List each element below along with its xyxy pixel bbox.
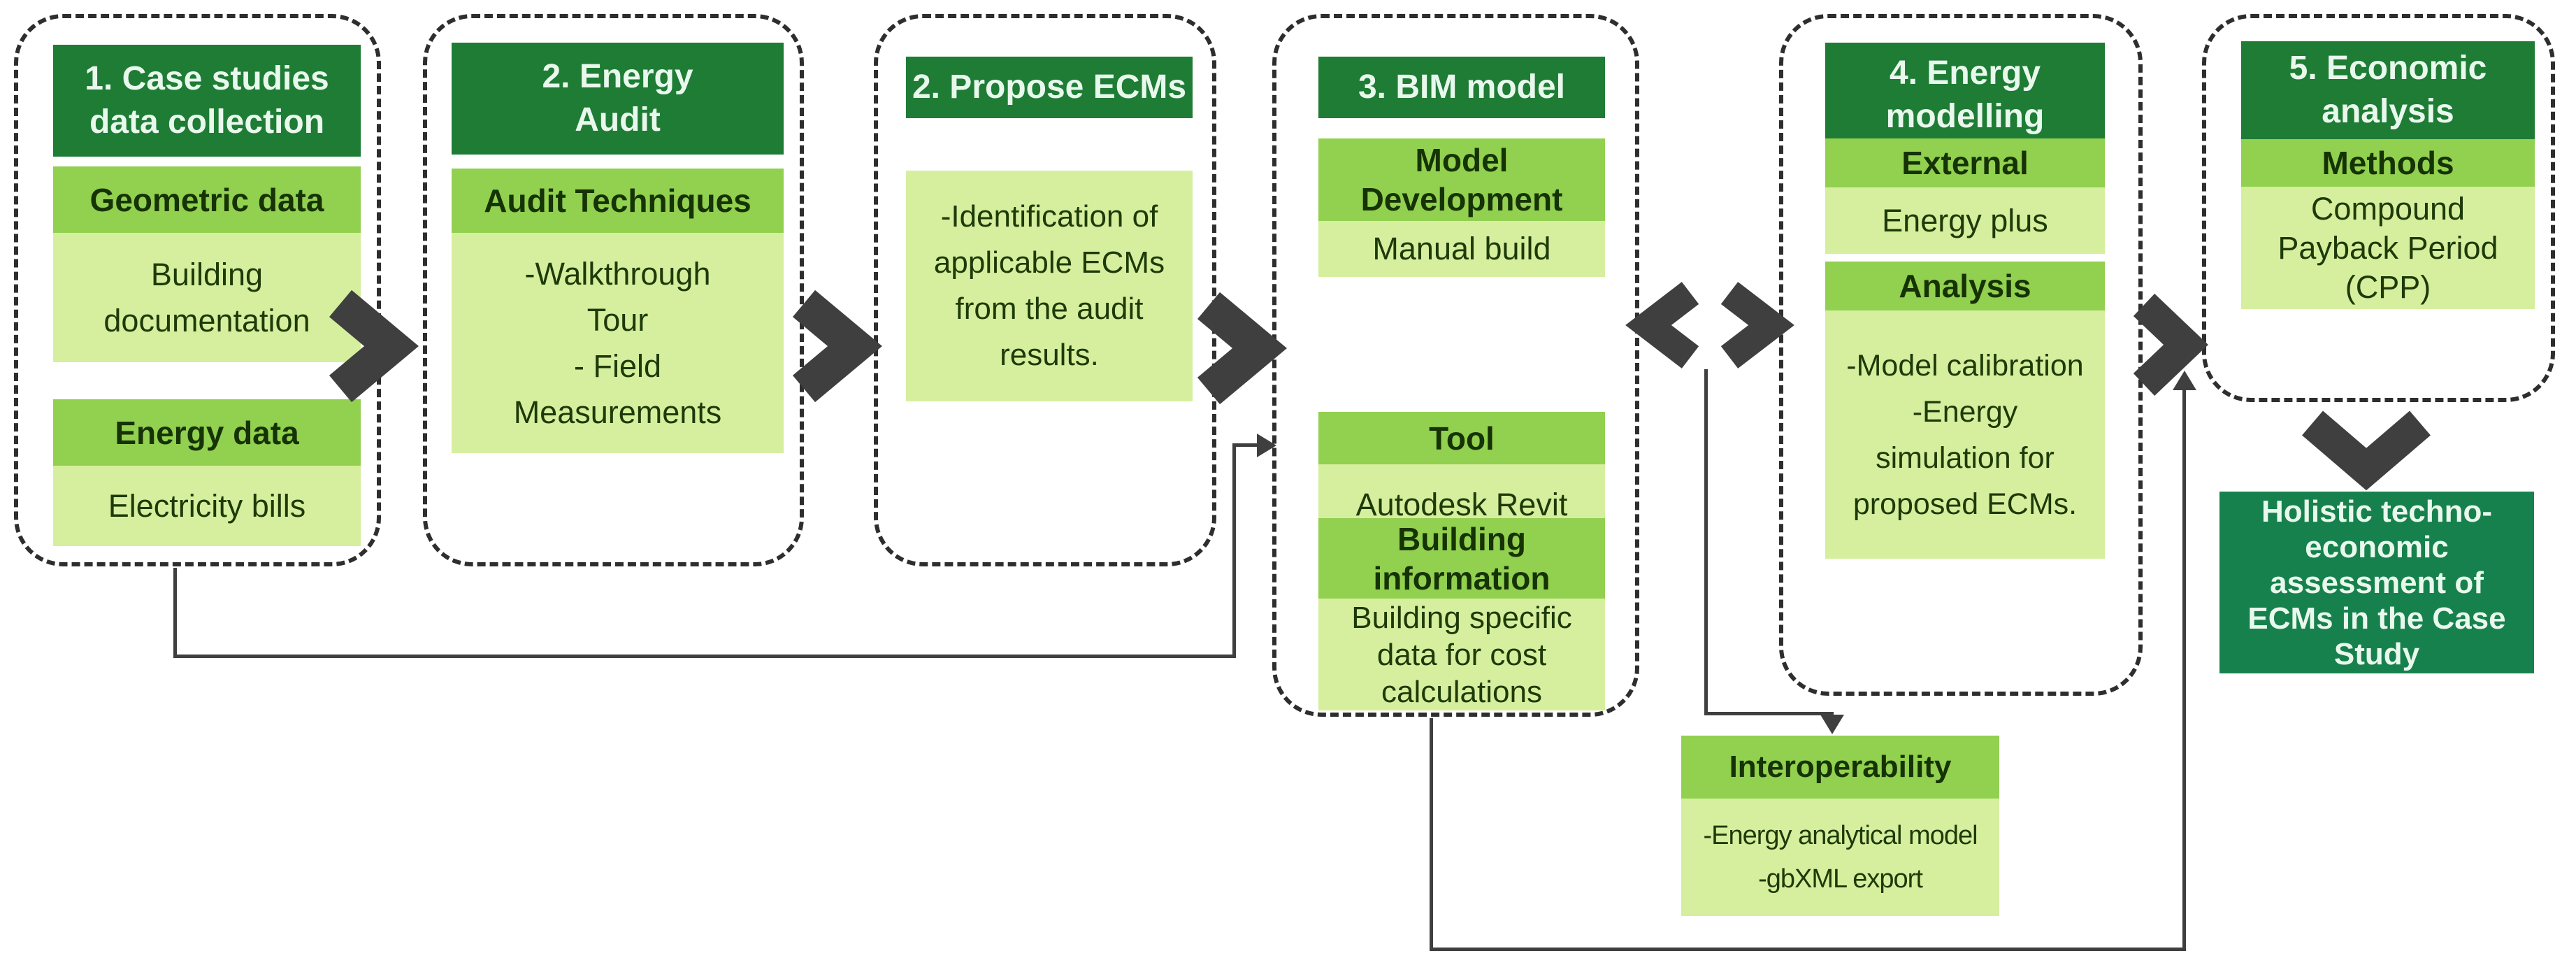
connector-bim-to-economic <box>2182 390 2186 951</box>
connector-to-interoperability <box>1704 712 1834 715</box>
stage-6-header: 5. Economic analysis <box>2241 41 2535 139</box>
chevron-right-icon <box>1197 292 1287 405</box>
stage-3-section-body: -Identification of applicable ECMs from … <box>906 171 1193 401</box>
chevron-left-icon <box>1625 282 1699 369</box>
arrow-up-icon <box>2173 371 2196 390</box>
stage-4-section-title: Model Development <box>1318 138 1605 221</box>
chevron-right-icon <box>329 289 419 403</box>
stage-2-section-body: -Walkthrough Tour - Field Measurements <box>452 233 784 453</box>
stage-1-section-title: Energy data <box>53 399 361 466</box>
stage-6-section-body: Compound Payback Period (CPP) <box>2241 187 2535 309</box>
stage-1-case-studies-container: 1. Case studies data collection Geometri… <box>14 14 381 566</box>
stage-3-propose-ecms-container: 2. Propose ECMs -Identification of appli… <box>874 14 1216 566</box>
connector-bim-to-economic <box>1430 718 1433 951</box>
connector-bim-to-economic <box>1430 948 2186 951</box>
stage-4-section-body: Building specific data for cost calculat… <box>1318 599 1605 710</box>
stage-4-header: 3. BIM model <box>1318 57 1605 118</box>
stage-2-section-title: Audit Techniques <box>452 169 784 233</box>
stage-4-section-body: Manual build <box>1318 221 1605 277</box>
stage-4-bim-model-container: 3. BIM model Model Development Manual bu… <box>1272 14 1639 717</box>
chevron-down-icon <box>2302 410 2431 491</box>
stage-5-section-body: -Model calibration -Energy simulation fo… <box>1825 310 2105 559</box>
chevron-right-icon <box>1720 282 1794 369</box>
stage-2-header: 2. Energy Audit <box>452 43 784 155</box>
stage-2-energy-audit-container: 2. Energy Audit Audit Techniques -Walkth… <box>423 14 804 566</box>
stage-6-section-title: Methods <box>2241 139 2535 187</box>
connector-case-studies-to-bim <box>1232 445 1236 658</box>
connector-to-interoperability <box>1704 369 1708 715</box>
chevron-right-icon <box>792 289 882 403</box>
stage-4-section-title: Tool <box>1318 412 1605 464</box>
stage-1-section-title: Geometric data <box>53 166 361 233</box>
outcome-box: Holistic techno- economic assessment of … <box>2219 492 2534 673</box>
stage-6-economic-analysis-container: 5. Economic analysis Methods Compound Pa… <box>2202 14 2555 402</box>
stage-1-section-body: Electricity bills <box>53 466 361 546</box>
stage-3-header: 2. Propose ECMs <box>906 57 1193 118</box>
stage-5-section-title: External <box>1825 138 2105 187</box>
stage-5-section-title: Analysis <box>1825 262 2105 310</box>
chevron-right-icon <box>2133 294 2208 396</box>
connector-case-studies-to-bim <box>173 568 177 657</box>
connector-case-studies-to-bim <box>1232 443 1259 447</box>
stage-5-section-body: Energy plus <box>1825 187 2105 254</box>
interoperability-title: Interoperability <box>1681 736 1999 799</box>
interoperability-body: -Energy analytical model -gbXML export <box>1681 799 1999 916</box>
stage-1-header: 1. Case studies data collection <box>53 45 361 157</box>
stage-4-section-title: Building information <box>1318 518 1605 599</box>
connector-case-studies-to-bim <box>173 655 1236 658</box>
arrow-right-icon <box>1257 434 1276 457</box>
arrow-down-icon <box>1820 715 1844 734</box>
stage-5-header: 4. Energy modelling <box>1825 43 2105 148</box>
stage-5-energy-modelling-container: 4. Energy modelling External Energy plus… <box>1779 14 2143 696</box>
stage-1-section-body: Building documentation <box>53 233 361 362</box>
